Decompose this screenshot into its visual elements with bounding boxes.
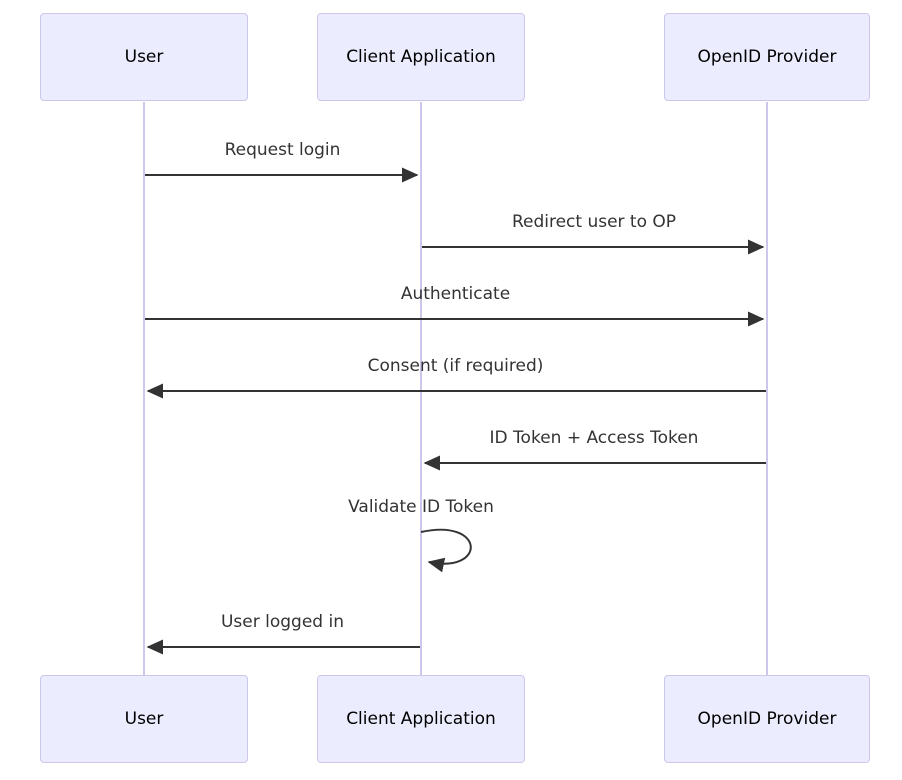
actor-top-user: User [40, 13, 248, 101]
message-label-redirect-user-to-op: Redirect user to OP [511, 212, 677, 232]
actor-top-openid-provider: OpenID Provider [664, 13, 870, 101]
actor-label: Client Application [346, 47, 496, 67]
message-label-user-logged-in: User logged in [220, 612, 344, 632]
message-label-id-token-access-token: ID Token + Access Token [489, 428, 699, 448]
message-label-consent-if-required: Consent (if required) [367, 356, 544, 376]
actor-label: Client Application [346, 709, 496, 729]
actor-bottom-client-application: Client Application [317, 675, 525, 763]
message-label-validate-id-token: Validate ID Token [348, 497, 494, 517]
actor-bottom-openid-provider: OpenID Provider [664, 675, 870, 763]
actor-label: User [124, 709, 164, 729]
actor-bottom-user: User [40, 675, 248, 763]
actor-label: OpenID Provider [697, 47, 837, 67]
message-label-authenticate: Authenticate [400, 284, 511, 304]
actor-label: OpenID Provider [697, 709, 837, 729]
actor-top-client-application: Client Application [317, 13, 525, 101]
actor-label: User [124, 47, 164, 67]
arrow-validate-id-token-self-loop [420, 528, 472, 573]
message-label-request-login: Request login [224, 140, 341, 160]
